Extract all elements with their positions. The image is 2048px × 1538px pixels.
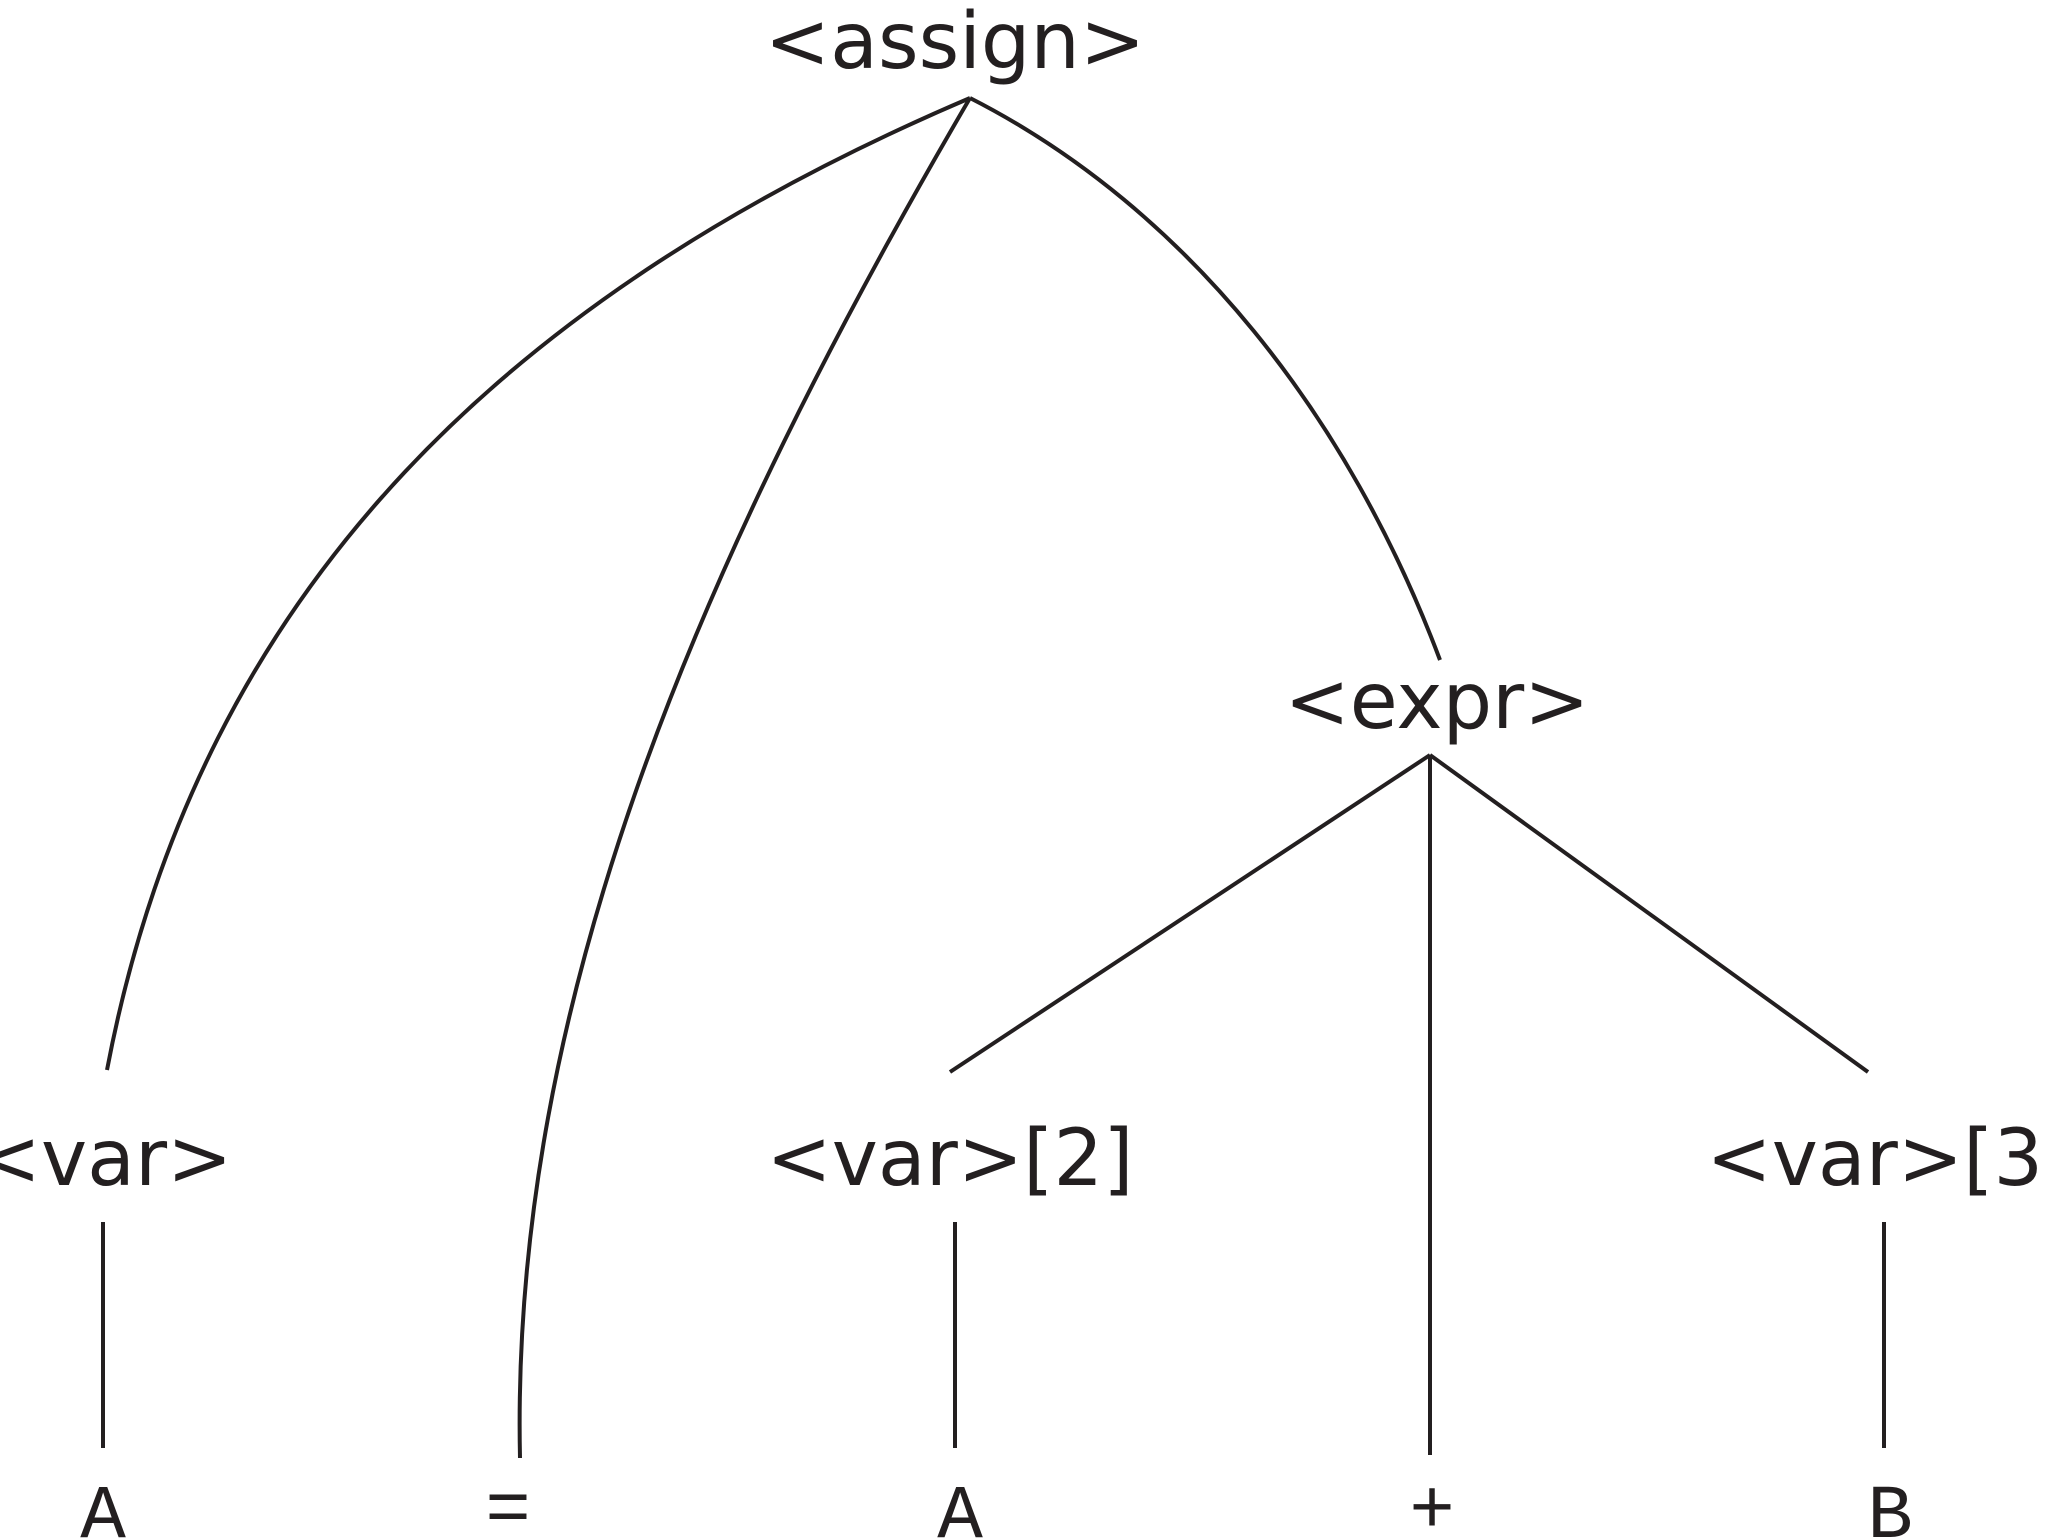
node-assign: <assign>	[765, 0, 1145, 87]
edge-assign-equals	[517, 96, 972, 1459]
leaf-a-2: A	[937, 1474, 983, 1538]
edge-assign-expr	[969, 96, 1442, 661]
node-var-2: <var>[2]	[766, 1114, 1133, 1204]
node-var-3: <var>[3]	[1706, 1114, 2048, 1204]
leaf-equals: =	[485, 1469, 531, 1538]
edge-assign-var	[105, 96, 971, 1071]
leaf-plus: +	[1409, 1469, 1455, 1538]
edge-expr-var2	[948, 753, 1432, 1074]
node-var: <var>	[0, 1114, 232, 1204]
leaf-b: B	[1867, 1474, 1913, 1538]
edge-expr-var3	[1428, 753, 1870, 1074]
node-expr: <expr>	[1284, 657, 1589, 747]
leaf-a-1: A	[80, 1474, 126, 1538]
